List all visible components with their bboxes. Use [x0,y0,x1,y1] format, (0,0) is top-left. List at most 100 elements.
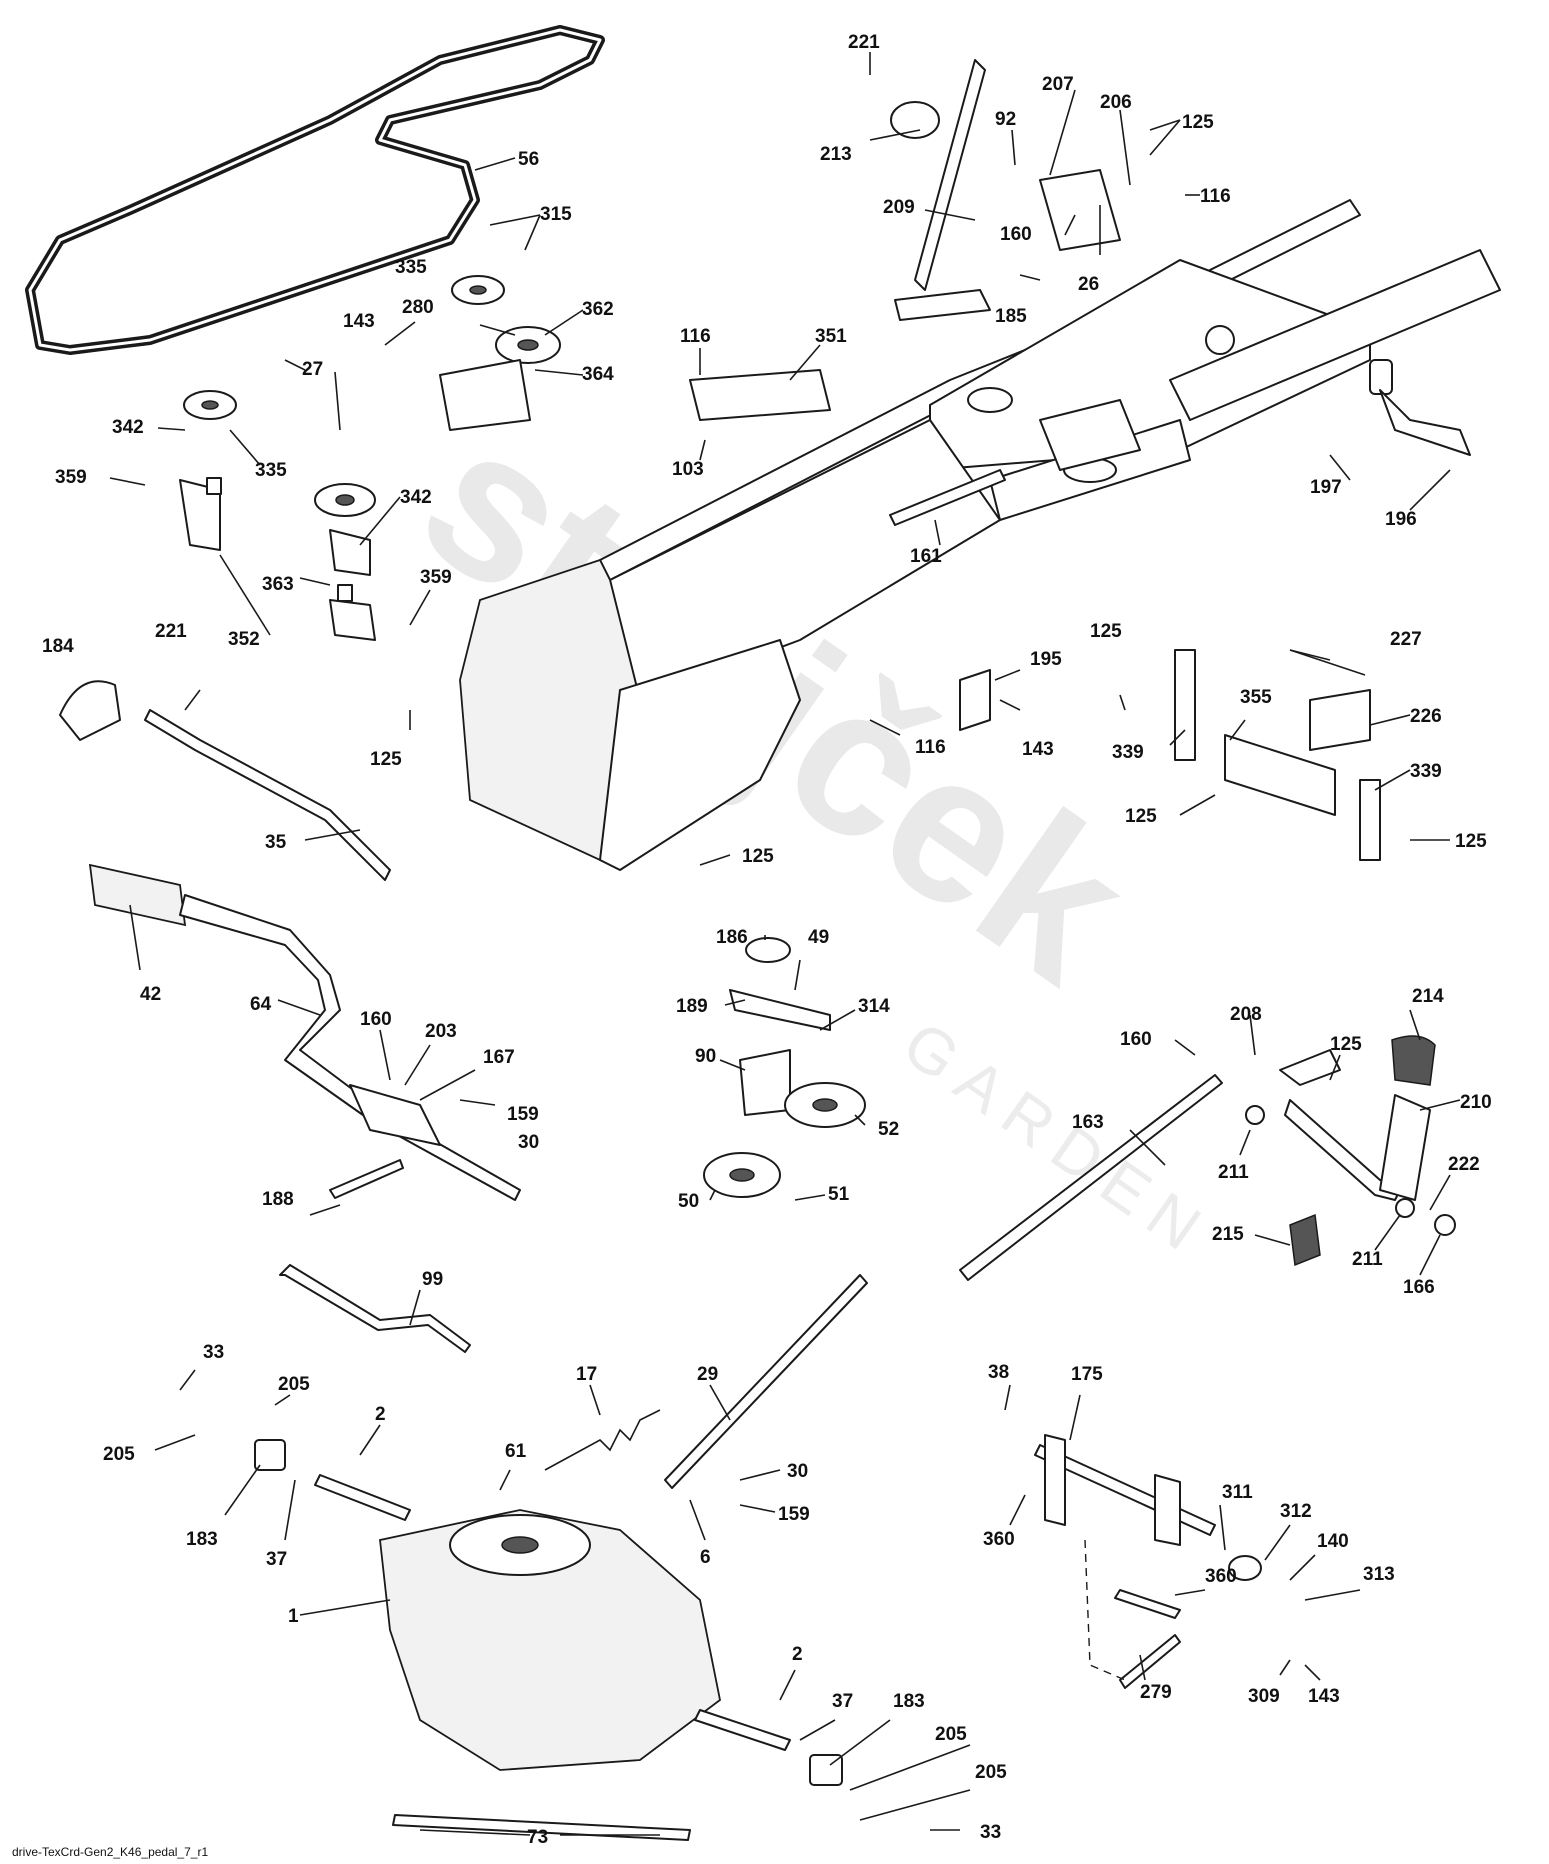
label-359: 359 [55,467,87,488]
label-103: 103 [672,459,704,480]
pedal-group [959,1035,1456,1281]
label-167: 167 [483,1047,515,1068]
label-125: 125 [1330,1034,1362,1055]
label-314: 314 [858,996,890,1017]
label-38: 38 [988,1362,1009,1383]
label-183: 183 [186,1529,218,1550]
diagram-caption: drive-TexCrd-Gen2_K46_pedal_7_r1 [12,1845,208,1859]
label-351: 351 [815,326,847,347]
label-56: 56 [518,149,539,170]
label-61: 61 [505,1441,527,1462]
label-161: 161 [910,546,942,567]
label-203: 203 [425,1021,457,1042]
drive-belt [25,25,605,355]
label-211: 211 [1352,1249,1383,1270]
label-42: 42 [140,984,161,1005]
label-227: 227 [1390,629,1422,650]
label-196: 196 [1385,509,1417,530]
part-labels: 221 213 92 207 206 125 209 160 26 116 18… [42,32,1492,1848]
label-205: 205 [278,1374,310,1395]
label-143: 143 [1308,1686,1340,1707]
transaxle [254,1439,843,1841]
label-159: 159 [778,1504,810,1525]
label-184: 184 [42,636,74,657]
label-186: 186 [716,927,748,948]
label-214: 214 [1412,986,1444,1007]
label-209: 209 [883,197,915,218]
label-29: 29 [697,1364,718,1385]
label-313: 313 [1363,1564,1395,1585]
label-215: 215 [1212,1224,1244,1245]
label-339: 339 [1112,742,1144,763]
label-197: 197 [1310,477,1342,498]
label-360: 360 [1205,1566,1237,1587]
label-205: 205 [103,1444,135,1465]
label-17: 17 [576,1364,597,1385]
label-207: 207 [1042,74,1074,95]
label-143: 143 [1022,739,1054,760]
main-frame [459,199,1501,871]
label-208: 208 [1230,1004,1262,1025]
label-116: 116 [680,326,711,347]
idler-pulley-group [179,275,561,641]
label-143: 143 [343,311,375,332]
label-363: 363 [262,574,294,595]
label-359: 359 [420,567,452,588]
control-lever-group [88,863,521,1201]
label-30: 30 [518,1132,539,1153]
label-125: 125 [1182,112,1214,133]
hitch-bracket-group [959,649,1381,861]
label-160: 160 [1120,1029,1152,1050]
label-309: 309 [1248,1686,1280,1707]
label-189: 189 [676,996,708,1017]
watermark-sub: GARDEN [890,1007,1224,1271]
label-210: 210 [1460,1092,1492,1113]
label-352: 352 [228,629,260,650]
label-33: 33 [203,1342,224,1363]
label-125: 125 [1090,621,1122,642]
label-2: 2 [375,1404,386,1425]
label-163: 163 [1072,1112,1104,1133]
label-364: 364 [582,364,614,385]
brake-shaft-group [1034,1434,1262,1689]
label-312: 312 [1280,1501,1312,1522]
label-116: 116 [915,737,946,758]
label-206: 206 [1100,92,1132,113]
label-362: 362 [582,299,614,320]
label-226: 226 [1410,706,1442,727]
label-175: 175 [1071,1364,1103,1385]
label-49: 49 [808,927,829,948]
center-pulley-group [703,937,866,1198]
label-140: 140 [1317,1531,1349,1552]
label-125: 125 [1455,831,1487,852]
label-213: 213 [820,144,852,165]
label-125: 125 [1125,806,1157,827]
label-125: 125 [370,749,402,770]
label-35: 35 [265,832,287,853]
label-335: 335 [255,460,287,481]
label-221: 221 [848,32,880,53]
label-160: 160 [1000,224,1032,245]
label-166: 166 [1403,1277,1435,1298]
label-339: 339 [1410,761,1442,782]
label-315: 315 [540,204,572,225]
label-221: 221 [155,621,187,642]
label-6: 6 [700,1547,711,1568]
cross-rod-group [59,680,391,881]
label-205: 205 [975,1762,1007,1783]
label-183: 183 [893,1691,925,1712]
label-37: 37 [832,1691,853,1712]
label-33: 33 [980,1822,1001,1843]
label-335: 335 [395,257,427,278]
label-222: 222 [1448,1154,1480,1175]
label-90: 90 [695,1046,716,1067]
label-188: 188 [262,1189,294,1210]
leader-lines [109,52,1461,1836]
label-360: 360 [983,1529,1015,1550]
label-125: 125 [742,846,774,867]
label-116: 116 [1200,186,1231,207]
label-160: 160 [360,1009,392,1030]
label-30: 30 [787,1461,808,1482]
label-205: 205 [935,1724,967,1745]
